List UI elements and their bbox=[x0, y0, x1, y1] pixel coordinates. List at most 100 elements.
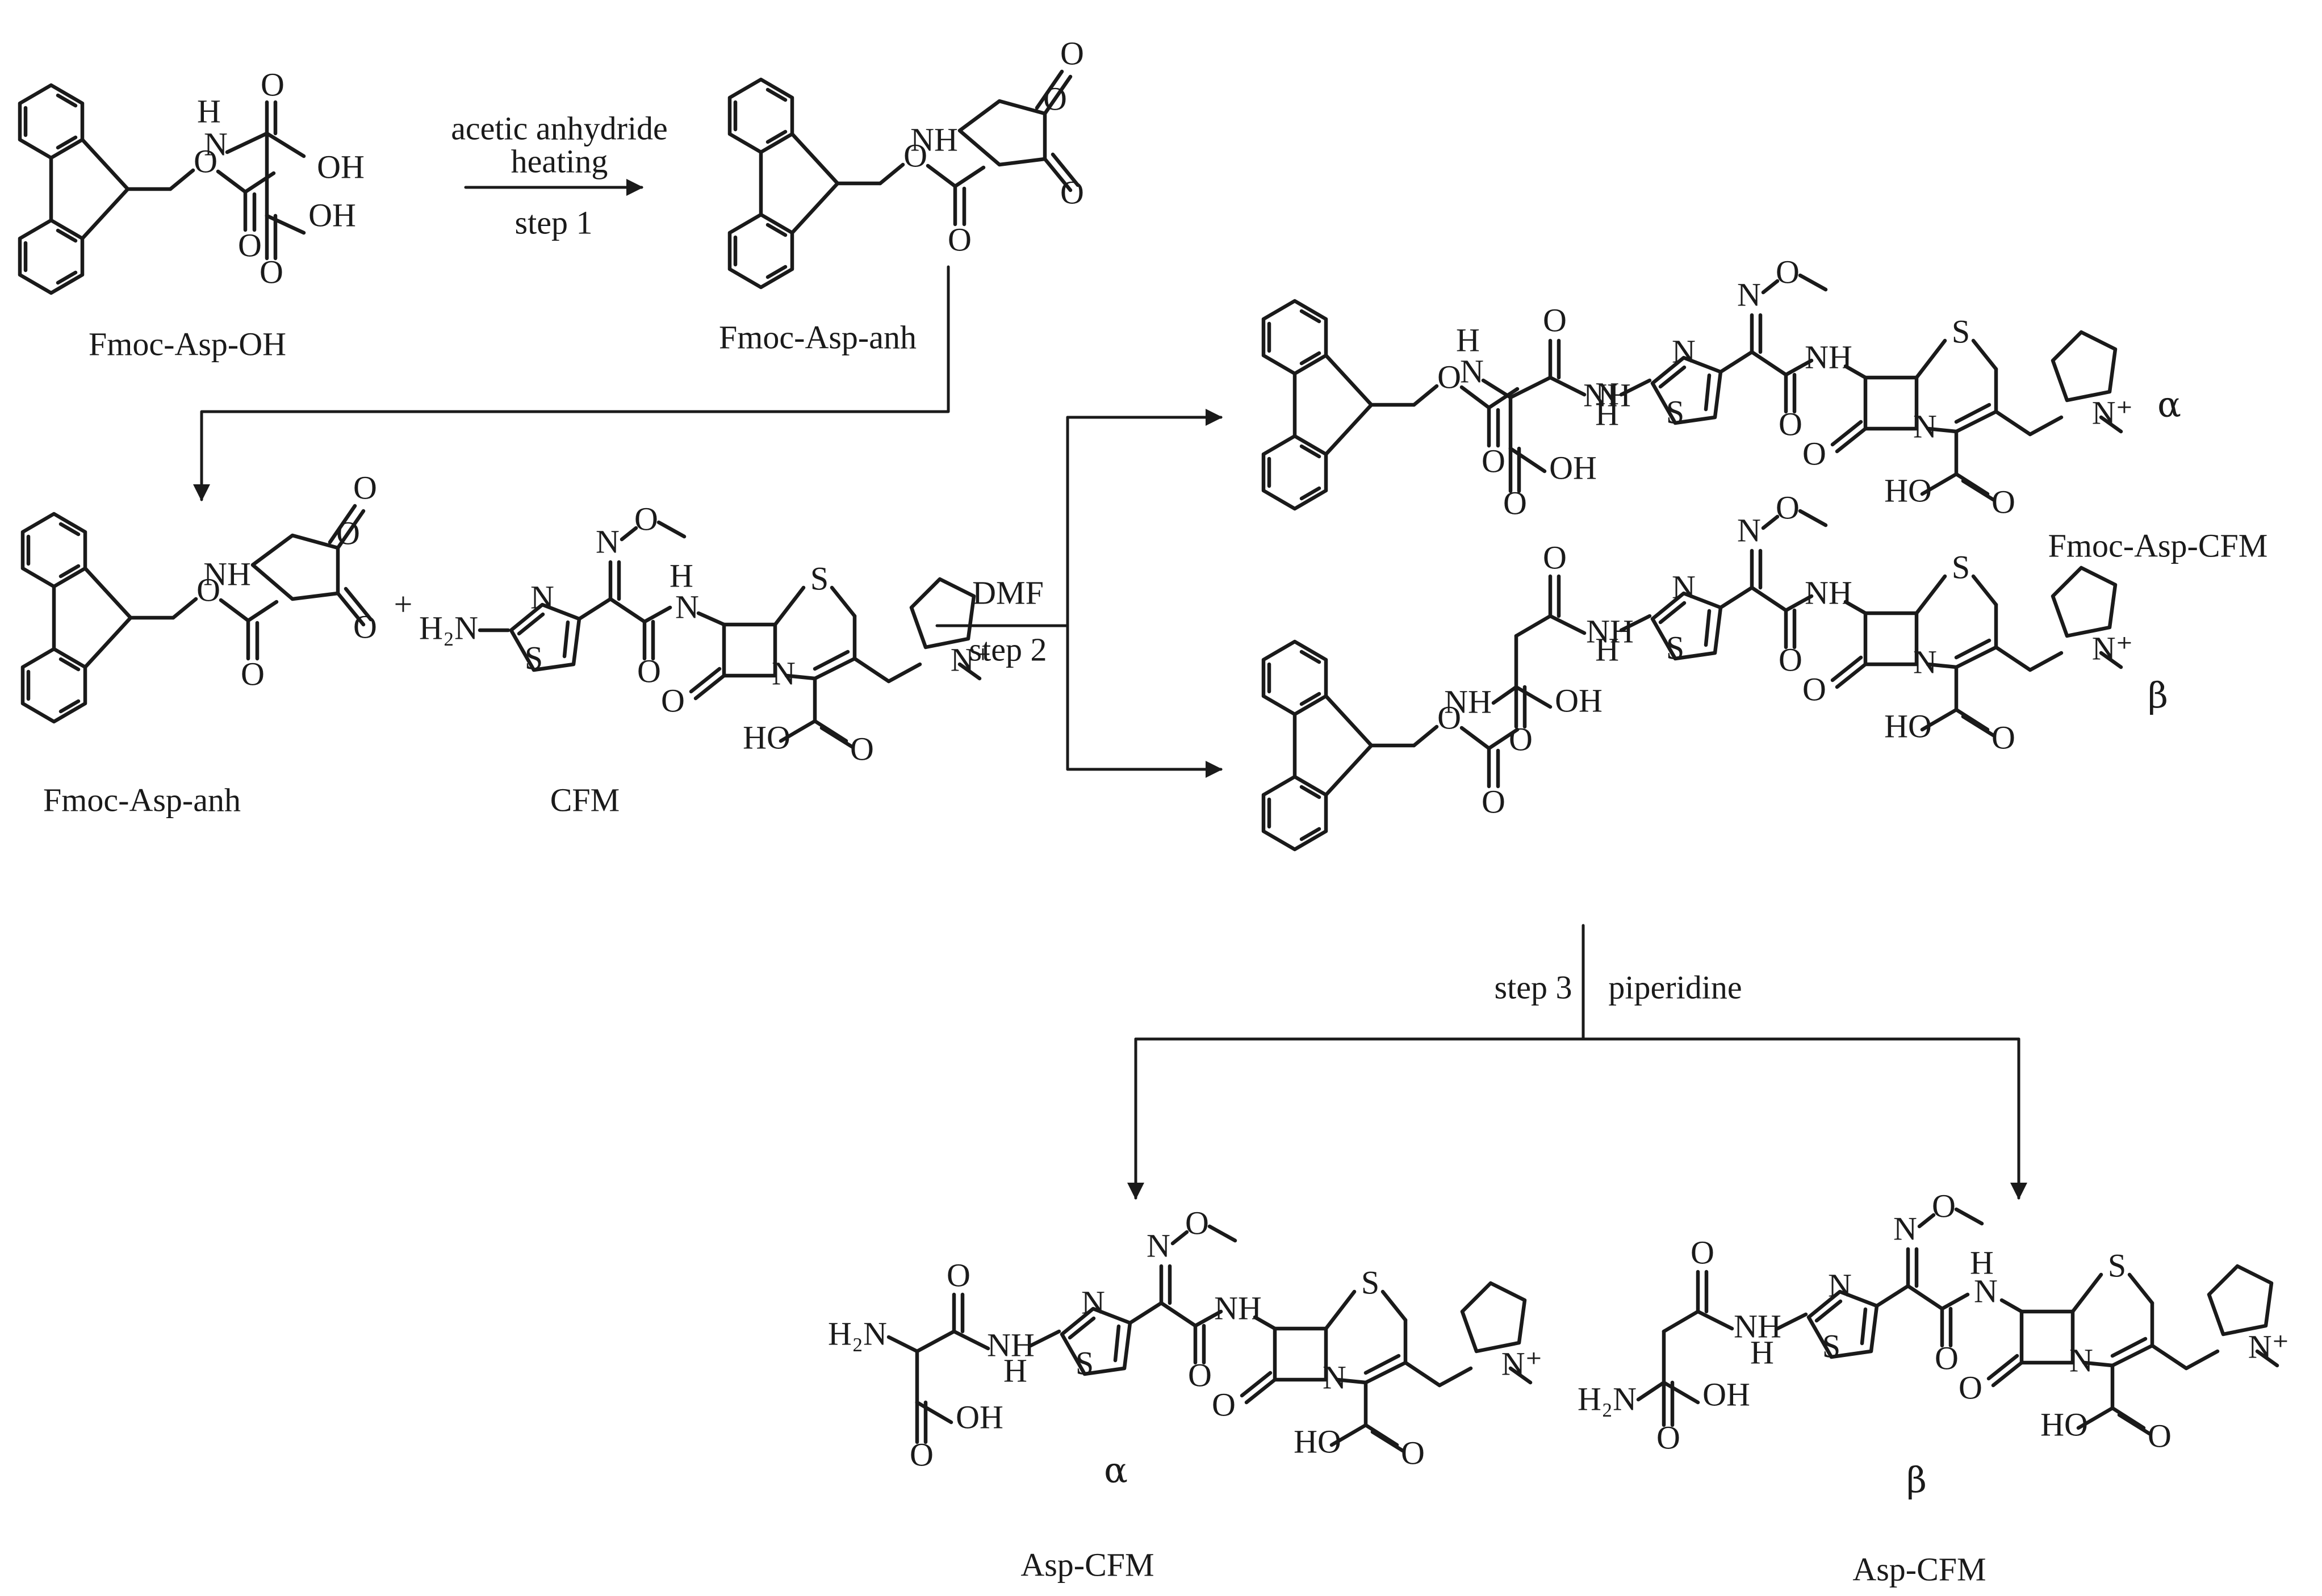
svg-text:N: N bbox=[1323, 1359, 1346, 1396]
asp-cfm-alpha-isomer: α bbox=[1104, 1450, 1128, 1491]
svg-text:S: S bbox=[1952, 548, 1970, 585]
svg-text:O: O bbox=[1543, 539, 1567, 576]
svg-text:NH: NH bbox=[1214, 1289, 1262, 1326]
svg-text:OH: OH bbox=[317, 148, 365, 185]
svg-text:N: N bbox=[1081, 1284, 1105, 1321]
svg-text:O: O bbox=[1992, 719, 2015, 756]
svg-text:O: O bbox=[1060, 35, 1084, 72]
asp-cfm-beta-isomer: β bbox=[1906, 1459, 1927, 1501]
cfm-structure: H₂N N S N O O H N S N O N⁺ HO O bbox=[419, 500, 991, 767]
svg-text:N: N bbox=[772, 655, 796, 692]
svg-text:N: N bbox=[1737, 512, 1761, 548]
svg-text:N: N bbox=[1672, 333, 1696, 370]
svg-text:O: O bbox=[1959, 1369, 1982, 1406]
fmoc-asp-cfm-alpha-isomer: α bbox=[2157, 384, 2181, 425]
svg-text:N: N bbox=[2069, 1342, 2093, 1379]
svg-text:O: O bbox=[1185, 1204, 1209, 1241]
step1-reagent-2: heating bbox=[511, 143, 608, 179]
svg-text:H: H bbox=[1456, 321, 1480, 358]
svg-text:N: N bbox=[1828, 1267, 1852, 1304]
step3-label: step 3 bbox=[1495, 969, 1572, 1006]
cfm-label: CFM bbox=[550, 781, 620, 818]
fmoc-asp-cfm-alpha-structure: H N O NH OH O H N N S N O bbox=[1263, 253, 2133, 521]
svg-text:NH: NH bbox=[1805, 338, 1852, 375]
svg-text:O: O bbox=[353, 469, 377, 506]
svg-text:N: N bbox=[1672, 568, 1696, 605]
svg-text:NH: NH bbox=[1734, 1308, 1781, 1344]
svg-text:O: O bbox=[1212, 1386, 1236, 1423]
asp-cfm-alpha-label: Asp-CFM bbox=[1020, 1546, 1154, 1583]
svg-text:O: O bbox=[1802, 671, 1826, 707]
svg-text:N: N bbox=[1913, 643, 1937, 680]
svg-text:S: S bbox=[1076, 1344, 1094, 1381]
svg-text:O: O bbox=[910, 1436, 934, 1473]
svg-text:O: O bbox=[1503, 484, 1527, 521]
svg-text:O: O bbox=[1060, 174, 1084, 211]
fmoc-asp-oh-structure: H N O OH OH O bbox=[20, 66, 365, 293]
svg-text:O: O bbox=[1509, 720, 1533, 757]
svg-text:N: N bbox=[1147, 1227, 1170, 1264]
step1-label: step 1 bbox=[515, 204, 593, 241]
svg-text:O: O bbox=[1401, 1434, 1425, 1471]
svg-text:NH: NH bbox=[910, 121, 958, 158]
svg-text:N: N bbox=[530, 579, 554, 615]
step2-label: step 2 bbox=[969, 631, 1047, 668]
svg-text:H₂N: H₂N bbox=[828, 1315, 887, 1352]
svg-text:N: N bbox=[675, 588, 699, 625]
asp-cfm-beta-label: Asp-CFM bbox=[1852, 1551, 1986, 1587]
fmoc-asp-cfm-label: Fmoc-Asp-CFM bbox=[2048, 527, 2268, 564]
svg-text:HO: HO bbox=[1884, 472, 1932, 509]
svg-text:H: H bbox=[1750, 1334, 1774, 1371]
svg-text:OH: OH bbox=[1555, 682, 1603, 719]
svg-text:O: O bbox=[1779, 641, 1802, 678]
svg-text:O: O bbox=[1776, 489, 1800, 526]
svg-text:N: N bbox=[1893, 1210, 1917, 1247]
svg-text:N⁺: N⁺ bbox=[1501, 1345, 1543, 1382]
svg-text:S: S bbox=[1822, 1327, 1840, 1364]
svg-text:H: H bbox=[1595, 395, 1619, 432]
svg-text:O: O bbox=[850, 730, 874, 767]
svg-text:H₂N: H₂N bbox=[1578, 1380, 1637, 1417]
svg-text:S: S bbox=[1666, 393, 1684, 430]
svg-text:N⁺: N⁺ bbox=[2092, 394, 2133, 431]
svg-text:S: S bbox=[2108, 1247, 2126, 1284]
svg-text:O: O bbox=[1543, 301, 1567, 338]
svg-text:H: H bbox=[1970, 1244, 1994, 1281]
svg-text:N: N bbox=[596, 523, 620, 560]
svg-text:NH: NH bbox=[1586, 613, 1634, 650]
svg-text:O: O bbox=[1779, 405, 1802, 442]
svg-text:O: O bbox=[1043, 80, 1067, 117]
svg-text:O: O bbox=[353, 608, 377, 645]
step1-reagent-1: acetic anhydride bbox=[451, 110, 668, 146]
asp-cfm-alpha-structure: H₂N O NH H OH O N S N O O bbox=[828, 1204, 1542, 1473]
svg-text:N: N bbox=[1737, 276, 1761, 313]
svg-text:O: O bbox=[1776, 253, 1800, 290]
svg-text:H: H bbox=[1003, 1352, 1027, 1389]
svg-text:N⁺: N⁺ bbox=[2092, 630, 2133, 667]
svg-text:OH: OH bbox=[308, 196, 356, 233]
svg-text:O: O bbox=[637, 652, 661, 689]
svg-text:O: O bbox=[1932, 1187, 1956, 1224]
svg-text:H: H bbox=[670, 557, 693, 594]
svg-text:OH: OH bbox=[956, 1398, 1003, 1435]
svg-text:HO: HO bbox=[1294, 1423, 1341, 1460]
svg-text:O: O bbox=[661, 682, 685, 719]
svg-text:N⁺: N⁺ bbox=[2248, 1328, 2290, 1365]
fmoc-asp-cfm-beta-isomer: β bbox=[2148, 675, 2168, 716]
svg-text:O: O bbox=[1935, 1339, 1959, 1376]
svg-text:OH: OH bbox=[1549, 449, 1597, 486]
svg-text:N: N bbox=[1974, 1272, 1998, 1309]
svg-text:HO: HO bbox=[1884, 707, 1932, 744]
svg-text:NH: NH bbox=[203, 555, 251, 592]
fmoc-asp-oh-label: Fmoc-Asp-OH bbox=[89, 325, 286, 362]
svg-text:NH: NH bbox=[1444, 683, 1492, 720]
svg-text:O: O bbox=[1992, 483, 2015, 520]
svg-text:S: S bbox=[810, 560, 829, 597]
svg-text:O: O bbox=[2148, 1417, 2172, 1454]
step3-reagent: piperidine bbox=[1608, 969, 1742, 1006]
svg-text:O: O bbox=[261, 66, 285, 103]
fmoc-asp-anh-top-label: Fmoc-Asp-anh bbox=[719, 319, 917, 355]
connector-arrow bbox=[193, 265, 950, 501]
svg-text:OH: OH bbox=[1702, 1376, 1750, 1413]
